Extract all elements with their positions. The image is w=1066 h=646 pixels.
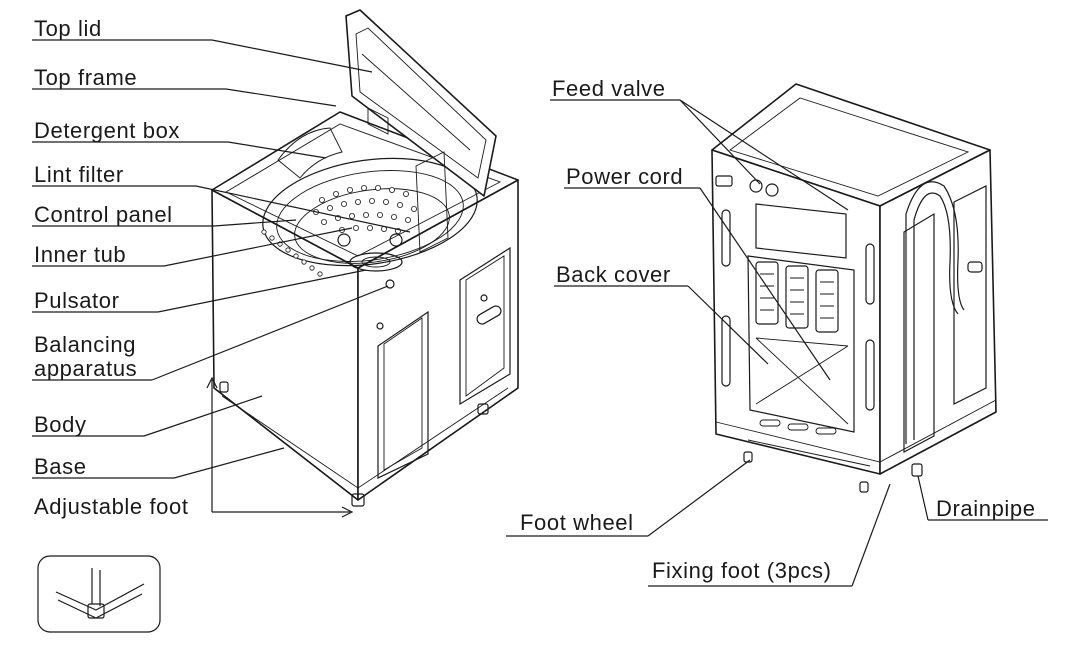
label-drainpipe: Drainpipe (936, 496, 1036, 521)
label-top-lid: Top lid (34, 16, 102, 41)
adjustable-foot-inset (37, 555, 161, 633)
label-top-frame: Top frame (34, 65, 137, 90)
back-machine-illustration (711, 83, 997, 493)
left-labels: Top lid Top frame Detergent box Lint fil… (32, 16, 411, 519)
label-inner-tub: Inner tub (34, 242, 126, 267)
label-base: Base (34, 454, 87, 479)
right-labels: Feed valve Power cord Back cover Foot wh… (506, 76, 1048, 587)
label-back-cover: Back cover (556, 262, 671, 287)
label-foot-wheel: Foot wheel (520, 510, 634, 535)
label-detergent-box: Detergent box (34, 118, 180, 143)
front-machine-illustration (211, 9, 519, 507)
label-balancing-apparatus: Balancing apparatus (34, 332, 143, 381)
back-vents (755, 261, 839, 333)
label-control-panel: Control panel (34, 202, 173, 227)
label-feed-valve: Feed valve (552, 76, 666, 101)
label-lint-filter: Lint filter (34, 162, 124, 187)
label-balancing-line2: apparatus (34, 356, 137, 381)
label-power-cord: Power cord (566, 164, 683, 189)
label-body: Body (34, 412, 87, 437)
drum-holes (312, 184, 417, 234)
label-pulsator: Pulsator (34, 288, 120, 313)
label-adjustable-foot: Adjustable foot (34, 494, 189, 519)
label-fixing-foot: Fixing foot (3pcs) (652, 558, 832, 583)
label-balancing-line1: Balancing (34, 332, 136, 357)
